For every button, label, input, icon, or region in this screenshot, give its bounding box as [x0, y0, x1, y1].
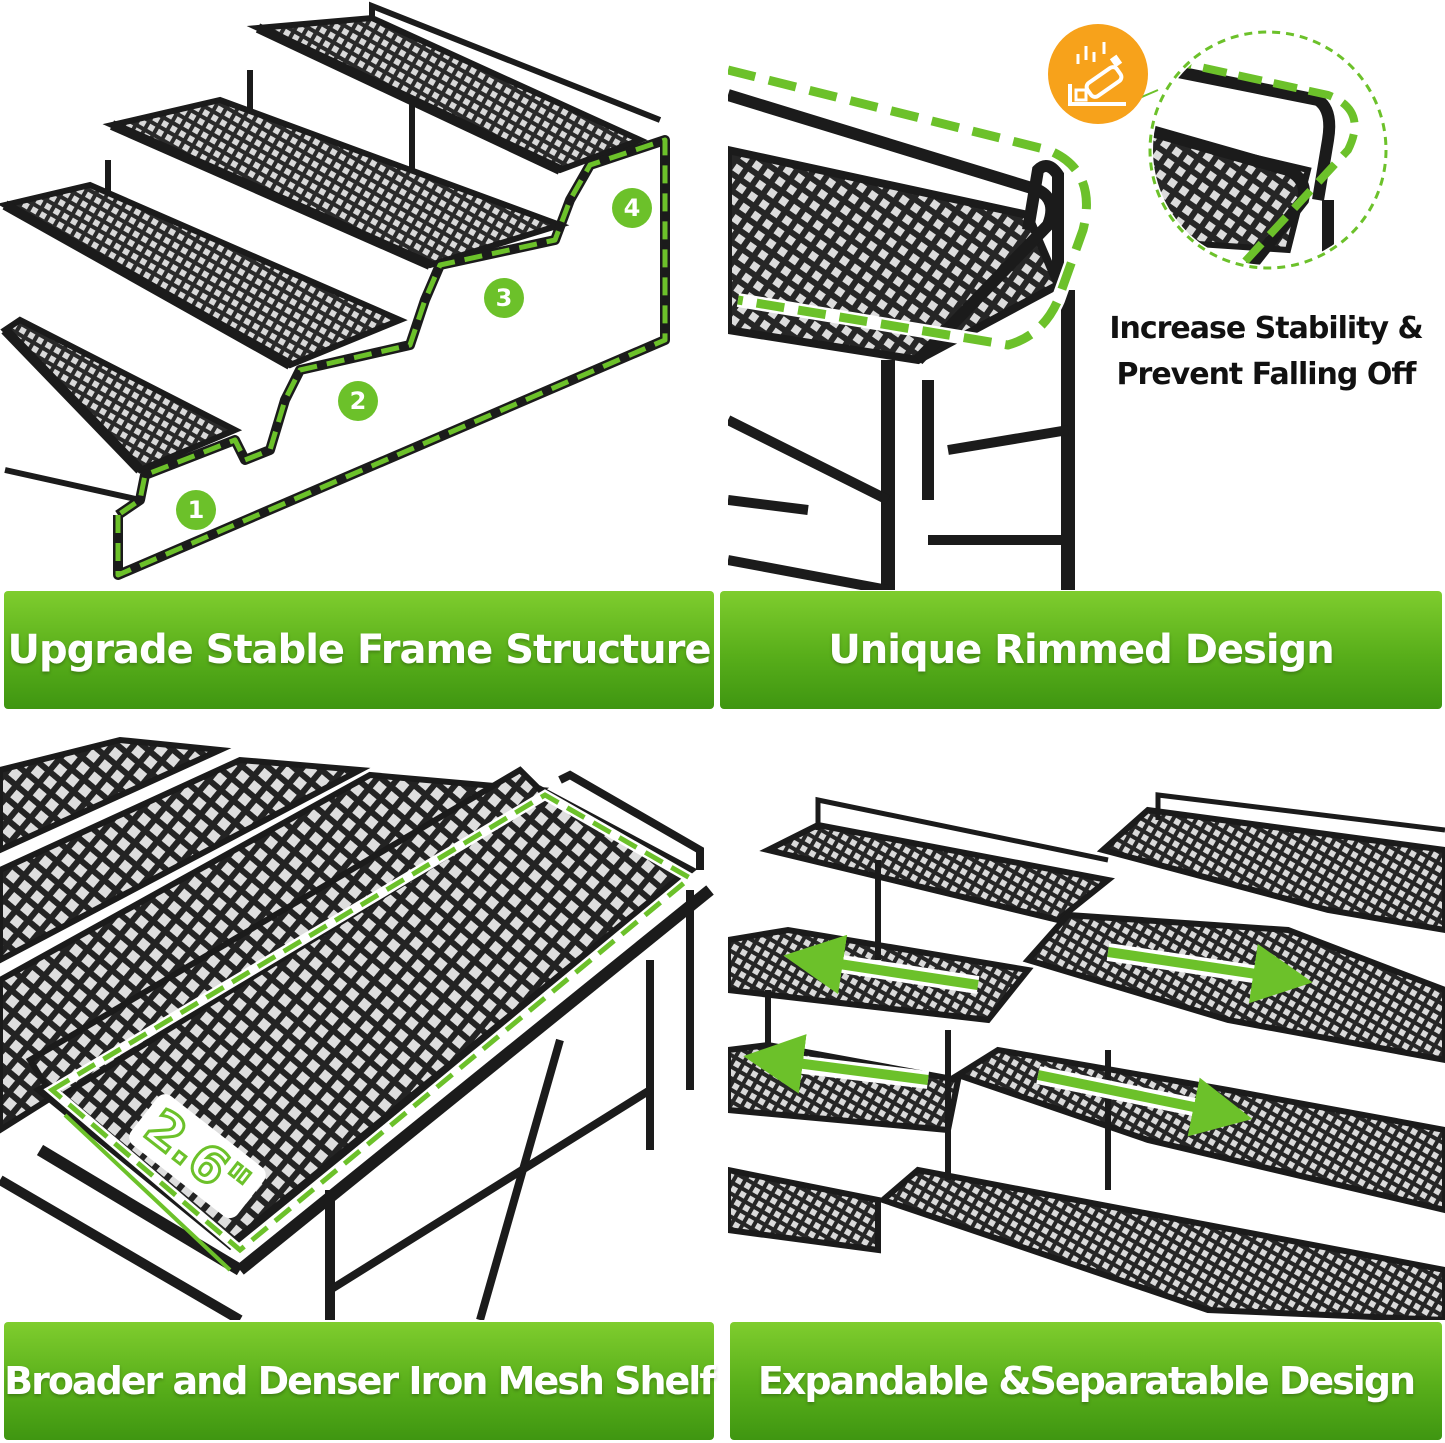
tier-badge-1: 1 [176, 490, 216, 530]
expandable-design-image [728, 730, 1445, 1320]
tier-badge-3: 3 [484, 278, 524, 318]
falling-bottle-warning-icon [1048, 24, 1148, 124]
frame-structure-banner: Upgrade Stable Frame Structure [4, 591, 714, 709]
mesh-shelf-banner: Broader and Denser Iron Mesh Shelf [4, 1322, 716, 1440]
tier-badge-4: 4 [612, 188, 652, 228]
tier-badge-2: 2 [338, 381, 378, 421]
expandable-design-banner: Expandable &Separatable Design [730, 1322, 1442, 1440]
mesh-shelf-image: 2.6" [0, 730, 716, 1320]
rim-caption-line2: Prevent Falling Off [1116, 357, 1417, 392]
rimmed-design-image [728, 0, 1445, 590]
rim-caption: Increase Stability & Prevent Falling Off [1096, 306, 1436, 398]
rim-caption-line1: Increase Stability & [1109, 311, 1423, 346]
frame-structure-image: 1 2 3 4 [0, 0, 716, 590]
rimmed-design-banner: Unique Rimmed Design [720, 591, 1442, 709]
